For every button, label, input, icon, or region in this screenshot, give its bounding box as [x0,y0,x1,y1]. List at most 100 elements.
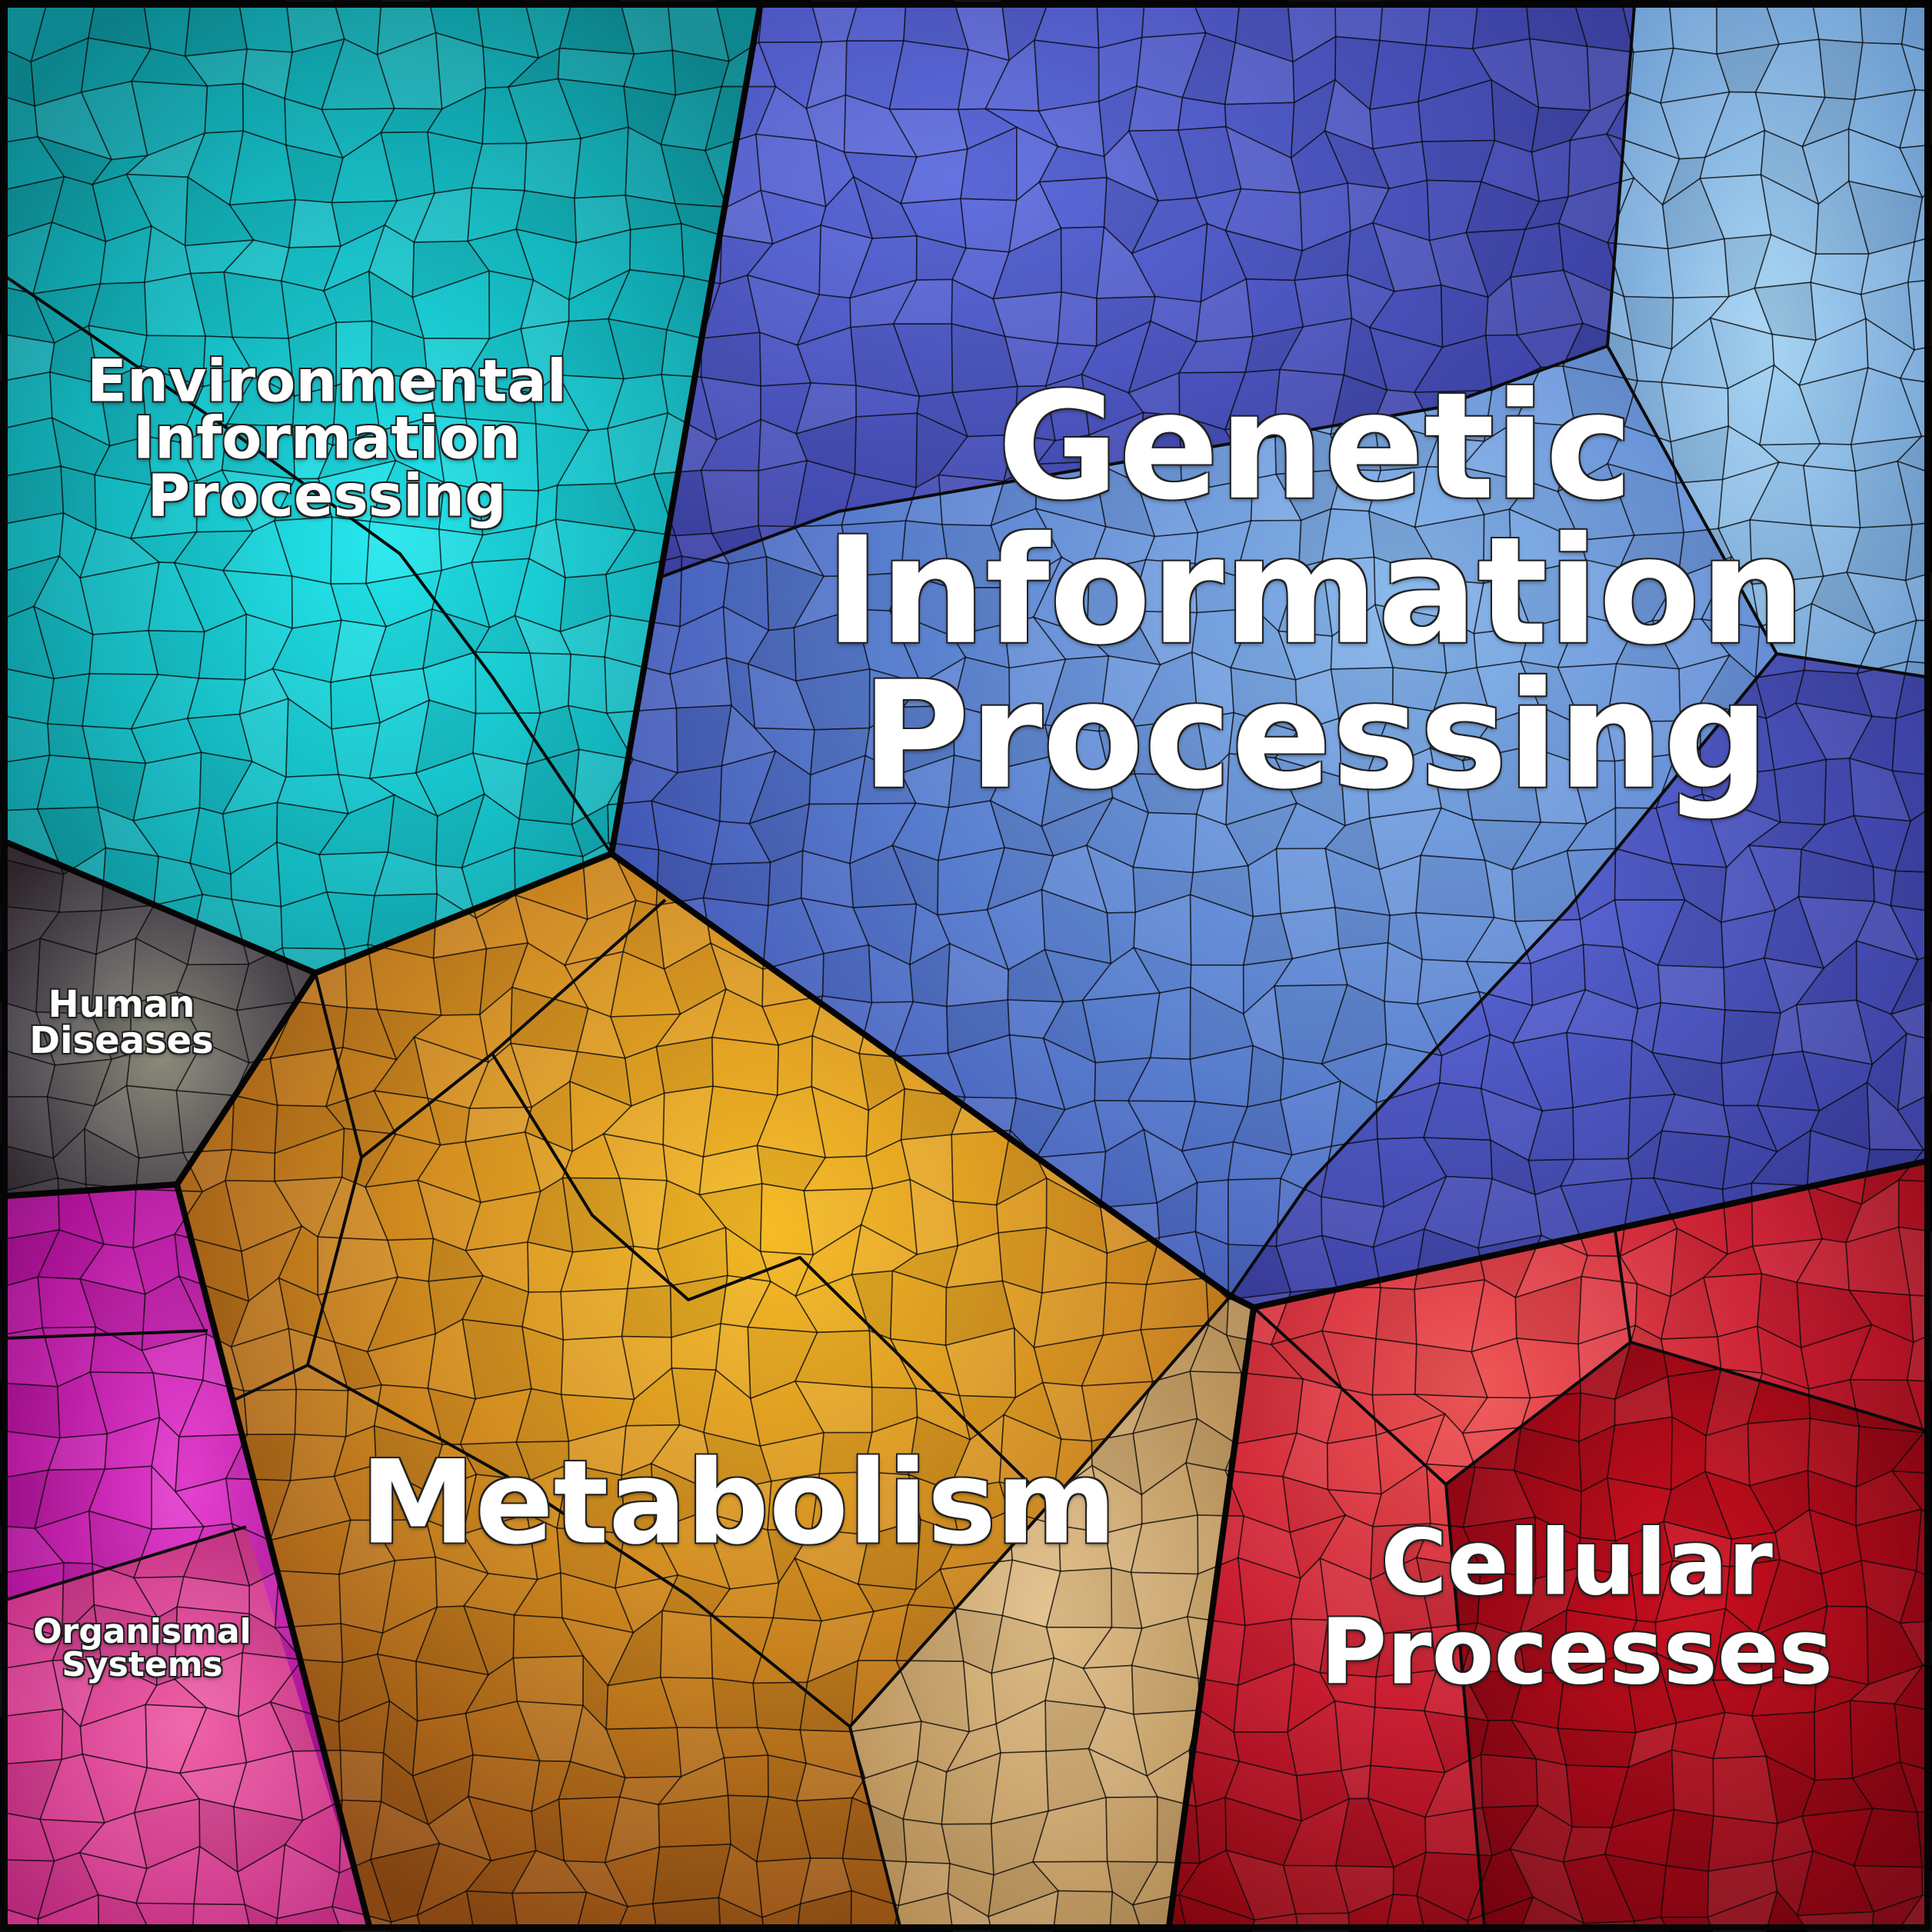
glass-cell [294,1388,349,1437]
glass-cell [1897,1179,1932,1233]
glass-cell [1321,1138,1385,1208]
glass-cell [1140,1277,1210,1331]
glass-cell [1369,39,1427,111]
glass-cell [231,1094,278,1154]
glass-cell [1915,1507,1932,1579]
glass-cell [1707,1890,1778,1932]
glass-cell [1890,1428,1932,1474]
glass-cell [1906,1379,1932,1434]
glass-cell [655,1036,714,1094]
glass-cell [711,1036,780,1096]
label-line: Organismal [33,1611,251,1651]
glass-cell [524,138,582,199]
glass-cell [776,1034,814,1097]
glass-cell [629,222,685,278]
label-line: Processing [147,461,507,530]
glass-cell [1890,954,1932,1016]
glass-cell [1899,1570,1932,1624]
glass-cell [1890,870,1932,912]
glass-cell [1897,1032,1932,1111]
glass-cell [711,1677,758,1729]
glass-cell [1824,758,1855,826]
glass-cell [752,1681,808,1731]
glass-cell [1566,1031,1633,1109]
glass-cell [1893,1664,1932,1711]
glass-cell [1052,1890,1114,1932]
glass-cell [568,653,608,715]
label-line: Cellular [1381,1509,1773,1616]
glass-cell [238,0,293,53]
glass-cell [960,198,1018,253]
label-line: Human [48,982,195,1026]
label-line: Information [824,505,1806,678]
glass-cell [204,82,245,134]
glass-cell [184,0,248,57]
glass-cell [97,1894,151,1932]
label-line: Environmental [87,346,567,415]
glass-cell [718,1897,765,1932]
glass-cell [1385,1894,1426,1932]
glass-cell [796,1890,852,1932]
glass-cell [1897,1149,1932,1183]
glass-cell [1897,1226,1932,1297]
glass-cell [1891,707,1932,776]
glass-cell [1057,291,1098,347]
glass-cell [37,1894,100,1932]
label-metabolism: Metabolism [360,1436,1117,1571]
glass-cell [1660,1865,1710,1918]
glass-cell [1467,1896,1534,1932]
glass-cell [1907,619,1932,665]
glass-cell [1802,465,1861,528]
glass-cell [888,40,969,111]
glass-cell [651,1897,721,1932]
region-genetic-dark-top [661,6,1634,577]
label-line: Metabolism [360,1436,1117,1571]
glass-cell [1326,1434,1382,1495]
glass-cell [659,1610,714,1679]
glass-cell [1671,1749,1714,1817]
glass-cell [1480,1754,1539,1809]
glass-cell [1721,1182,1754,1255]
label-line: Diseases [29,1019,214,1062]
glass-cell [1375,1287,1417,1345]
glass-cell [1900,43,1932,92]
label-human-diseases: Human Diseases [29,982,214,1062]
glass-cell [560,1287,628,1341]
label-genetic-information-processing: Genetic Information Processing [824,361,1806,810]
glass-cell [1081,992,1161,1064]
glass-cell [148,630,205,679]
glass-cell [1899,1620,1932,1667]
label-line: Systems [62,1645,223,1684]
glass-cell [1899,377,1932,438]
glass-cell [192,1903,251,1932]
glass-cell [465,1890,519,1932]
glass-cell [1891,770,1932,822]
glass-cell [1871,1894,1924,1932]
glass-cell [1557,1727,1637,1768]
glass-cell [1607,1416,1673,1491]
glass-cell [1899,1760,1932,1814]
glass-cell [1416,1894,1471,1932]
glass-cell [512,1655,585,1707]
glass-cell [821,944,873,1004]
glass-cell [1334,906,1391,950]
glass-cell [475,651,541,715]
subregion-borders [5,5,1927,1927]
glass-cell [1765,1890,1809,1932]
glass-cell [416,1890,475,1932]
region-genetic-light-corner [1607,6,1926,677]
glass-cell [0,1382,61,1439]
glass-cell [1033,39,1100,112]
label-line: Genetic [997,361,1634,533]
glass-cell [511,1891,588,1932]
glass-cell [243,1388,298,1435]
glass-cell [1667,238,1730,299]
glass-cell [1294,274,1353,328]
glass-cell [947,1891,993,1932]
glass-cell [574,126,629,199]
glass-cell [1814,1700,1854,1781]
